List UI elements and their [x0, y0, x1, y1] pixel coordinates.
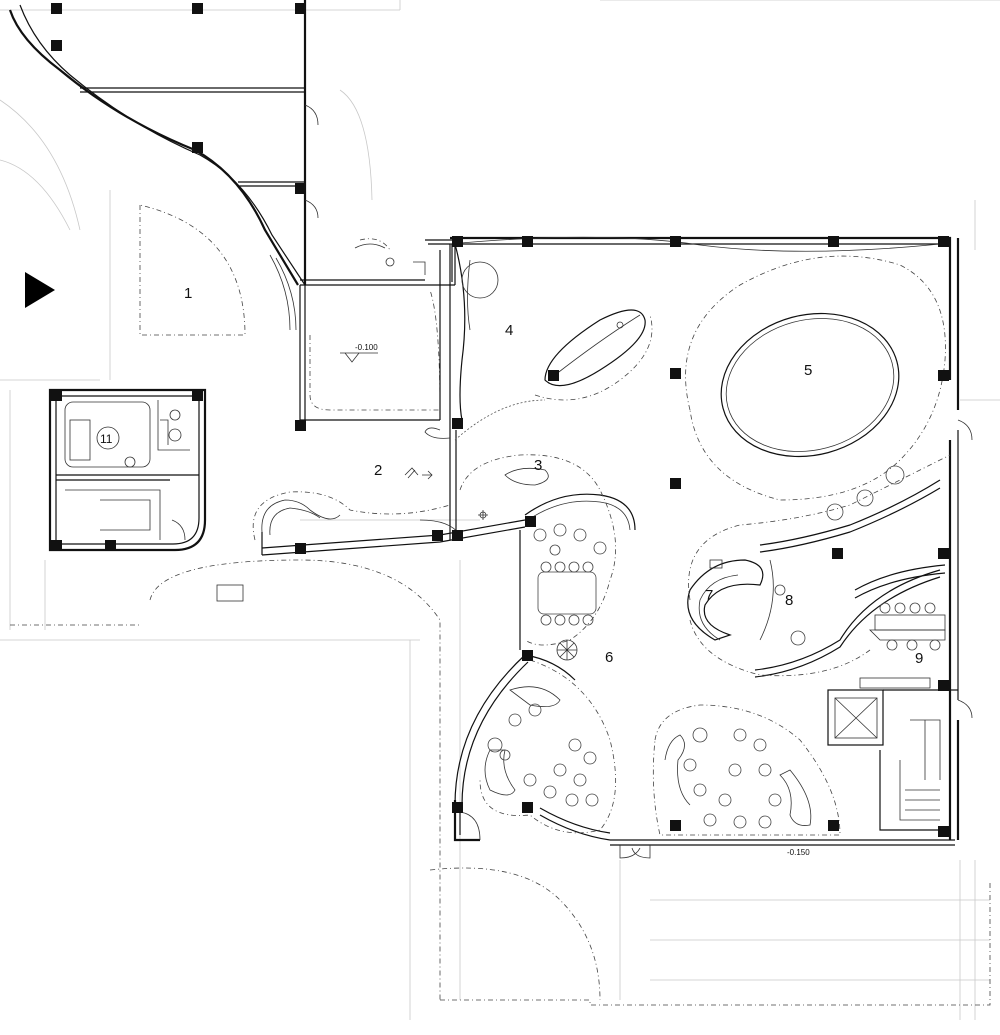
- column-icon: [51, 40, 62, 51]
- column-icon: [105, 540, 116, 551]
- entrance-arrow-icon: [25, 272, 55, 308]
- tree-icon: [556, 639, 578, 661]
- column-icon: [51, 390, 62, 401]
- column-icon: [670, 368, 681, 379]
- column-icon: [670, 820, 681, 831]
- column-icon: [938, 370, 949, 381]
- room-labels: 1 2 3 4 5 6 7 8 9 11: [96, 285, 923, 667]
- column-icon: [670, 478, 681, 489]
- room-label-8: 8: [785, 592, 793, 609]
- column-icon: [828, 236, 839, 247]
- column-icon: [938, 548, 949, 559]
- bottom-level-text: -0.150: [787, 848, 810, 857]
- room-label-9: 9: [915, 650, 923, 667]
- column-icon: [832, 548, 843, 559]
- column-icon: [295, 183, 306, 194]
- column-icon: [51, 540, 62, 551]
- room-label-4: 4: [505, 322, 513, 339]
- annex-building: [48, 388, 207, 552]
- column-icon: [938, 680, 949, 691]
- room-4-decor: [454, 259, 546, 441]
- level-marker: -0.100: [340, 343, 378, 363]
- columns: [51, 3, 949, 837]
- column-icon: [192, 142, 203, 153]
- column-icon: [522, 650, 533, 661]
- room-9-cafe: [854, 564, 946, 689]
- column-icon: [295, 420, 306, 431]
- room-label-11: 11: [100, 432, 113, 446]
- column-icon: [525, 516, 536, 527]
- room-label-1: 1: [184, 285, 192, 302]
- column-icon: [938, 826, 949, 837]
- curved-wing: [8, 0, 456, 430]
- room-label-2: 2: [374, 462, 382, 479]
- column-icon: [295, 543, 306, 554]
- column-icon: [452, 418, 463, 429]
- column-icon: [452, 802, 463, 813]
- column-icon: [938, 236, 949, 247]
- room-6-lounge-left: [454, 654, 616, 841]
- column-icon: [548, 370, 559, 381]
- column-icon: [295, 3, 306, 14]
- room-label-3: 3: [534, 457, 542, 474]
- column-icon: [670, 236, 681, 247]
- column-icon: [522, 802, 533, 813]
- room-label-6: 6: [605, 649, 613, 666]
- column-icon: [452, 530, 463, 541]
- room-label-5: 5: [804, 362, 812, 379]
- room-5-oval: [685, 255, 946, 501]
- column-icon: [192, 3, 203, 14]
- room-6-lounge-right: [652, 704, 841, 836]
- column-icon: [432, 530, 443, 541]
- column-icon: [192, 390, 203, 401]
- column-icon: [828, 820, 839, 831]
- room-7-8-bands: [687, 454, 951, 678]
- landscape-paths: [10, 204, 991, 1006]
- stair-core: [827, 419, 973, 831]
- column-icon: [452, 236, 463, 247]
- room-4-capsule: [534, 309, 653, 401]
- room-label-7: 7: [705, 587, 713, 604]
- column-icon: [522, 236, 533, 247]
- entry-symbols: [354, 243, 488, 520]
- main-building-walls: [449, 236, 960, 859]
- entry-corridor: [252, 420, 526, 650]
- level-mark-text: -0.100: [355, 343, 378, 352]
- column-icon: [51, 3, 62, 14]
- room-3-meeting: [459, 454, 636, 646]
